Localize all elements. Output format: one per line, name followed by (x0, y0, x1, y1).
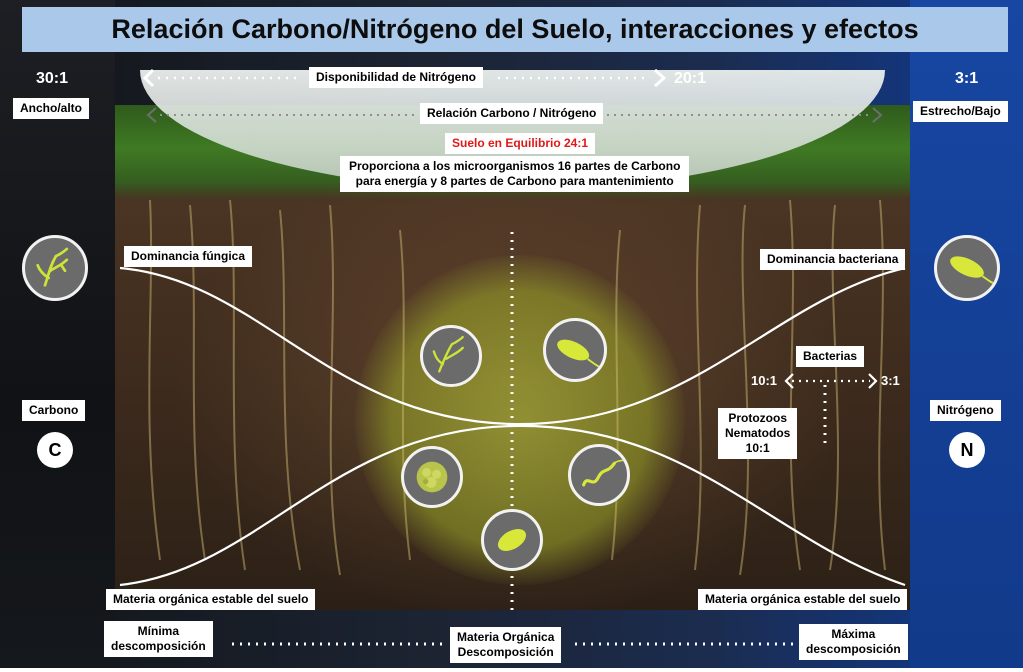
organic-matter-decomposition-label: Materia Orgánica Descomposición (450, 627, 562, 663)
left-ratio: 30:1 (36, 70, 69, 87)
width-high-label: Ancho/alto (13, 98, 89, 119)
protozoa-line: Protozoos (728, 411, 787, 425)
fungus-icon (420, 325, 482, 387)
bacteria-scale-to: 3:1 (881, 373, 900, 388)
description-line-2: para energía y 8 partes de Carbono para … (355, 174, 674, 188)
nitrogen-badge: N (949, 432, 985, 468)
bacteria-label: Bacterias (796, 346, 865, 367)
title-bar: Relación Carbono/Nitrógeno del Suelo, in… (22, 7, 1008, 52)
protozoa-icon (401, 446, 463, 508)
min-decomp-line-2: descomposición (111, 639, 206, 653)
nematode-icon (568, 444, 630, 506)
minimum-decomposition-label: Mínima descomposición (104, 621, 213, 657)
protozoa-nematode-label: Protozoos Nematodos 10:1 (718, 408, 798, 459)
stable-organic-matter-left: Materia orgánica estable del suelo (106, 589, 316, 610)
fungal-dominance-label: Dominancia fúngica (124, 246, 253, 267)
roots (148, 199, 886, 576)
fungus-hyphae-icon (22, 235, 88, 301)
center-decomp-line-1: Materia Orgánica (457, 630, 555, 644)
carbon-label: Carbono (22, 400, 86, 421)
width-low-label: Estrecho/Bajo (913, 101, 1008, 122)
right-ratio: 3:1 (955, 70, 979, 87)
description-line-1: Proporciona a los microorganismos 16 par… (349, 159, 681, 173)
stable-organic-matter-right: Materia orgánica estable del suelo (698, 589, 908, 610)
max-decomp-line-2: descomposición (806, 642, 901, 656)
bacteria-icon (934, 235, 1000, 301)
equilibrium-label: Suelo en Equilibrio 24:1 (445, 133, 596, 154)
mid-ratio: 20:1 (674, 70, 707, 87)
min-decomp-line-1: Mínima (137, 624, 180, 638)
center-decomp-line-2: Descomposición (457, 645, 554, 659)
max-decomp-line-1: Máxima (831, 627, 876, 641)
bacterium-icon (543, 318, 607, 382)
nitrogen-availability-label: Disponibilidad de Nitrógeno (309, 67, 483, 88)
bacteria-cell-icon (481, 509, 543, 571)
cn-ratio-arrow (146, 107, 883, 123)
cn-ratio-label: Relación Carbono / Nitrógeno (420, 103, 604, 124)
maximum-decomposition-label: Máxima descomposición (799, 624, 908, 660)
bacteria-scale-from: 10:1 (751, 373, 778, 388)
nitrogen-label: Nitrógeno (930, 400, 1001, 421)
page-title: Relación Carbono/Nitrógeno del Suelo, in… (111, 14, 919, 44)
bacteria-scale-arrow (784, 373, 878, 445)
protozoa-ratio-line: 10:1 (745, 441, 770, 455)
carbon-badge: C (37, 432, 73, 468)
nitrogen-availability-arrow (142, 68, 667, 88)
microorganism-description: Proporciona a los microorganismos 16 par… (340, 156, 690, 192)
bacterial-dominance-label: Dominancia bacteriana (760, 249, 906, 270)
nematode-line: Nematodos (725, 426, 791, 440)
